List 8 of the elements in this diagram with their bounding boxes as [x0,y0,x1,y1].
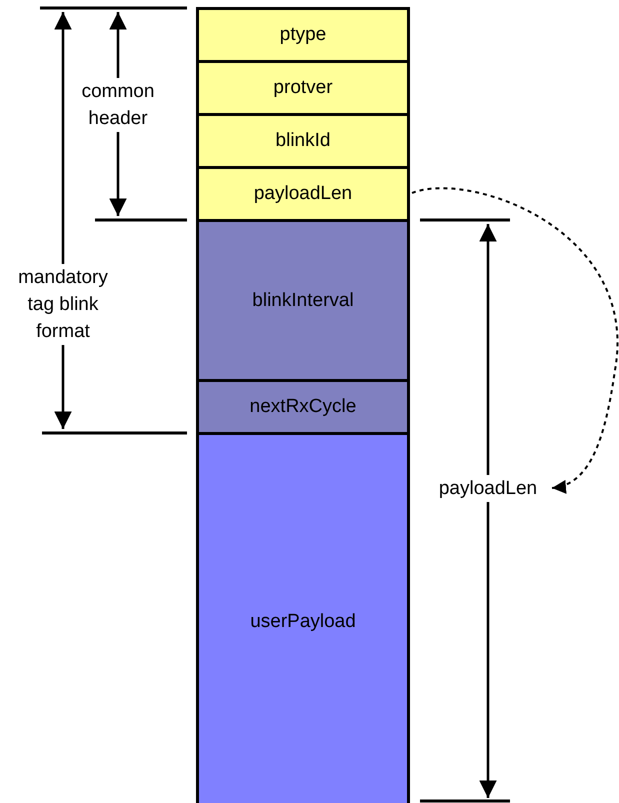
header-field: blinkId [196,113,410,169]
header-field: payloadLen [196,166,410,222]
header-field: protver [196,60,410,116]
arrow [412,188,618,492]
payload-field: userPayload [196,432,410,803]
packet-field: nextRxCycle [196,379,410,435]
header-field: ptype [196,7,410,63]
packet-field: blinkInterval [196,219,410,382]
